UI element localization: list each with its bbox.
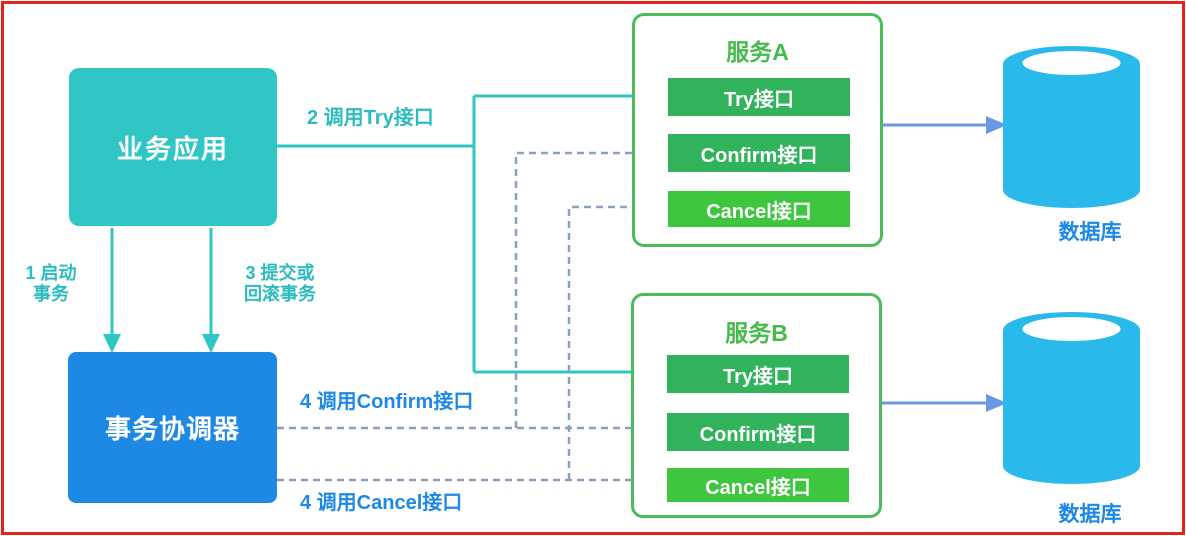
edge-label-commit-rollback: 3 提交或 回滚事务: [244, 263, 316, 304]
coordinator-node: 事务协调器: [68, 352, 277, 503]
edge-label-call-try: 2 调用Try接口: [307, 107, 434, 129]
start-commit-lines: [110, 228, 213, 336]
service-a-try-button: Try接口: [668, 78, 850, 116]
db-arrow-lines: [876, 123, 988, 405]
confirm-cancel-dashed-lines: [277, 151, 650, 482]
edge-label-start-tx: 1 启动 事务: [25, 263, 77, 304]
database-icon: [1003, 46, 1140, 208]
service-b-cancel-button: Cancel接口: [667, 468, 849, 502]
edge-label-call-confirm: 4 调用Confirm接口: [300, 391, 474, 413]
coordinator-label: 事务协调器: [104, 414, 240, 444]
call-try-lines: [277, 94, 652, 374]
edge-label-call-cancel: 4 调用Cancel接口: [300, 492, 463, 514]
service-b-confirm-button: Confirm接口: [667, 413, 849, 451]
service-b-title: 服务B: [725, 320, 788, 346]
down-arrowhead-icon: [103, 334, 220, 353]
service-a-cancel-button: Cancel接口: [668, 191, 850, 227]
database-rim-highlight: [1022, 317, 1121, 341]
service-a-node: 服务A Try接口 Confirm接口 Cancel接口: [632, 13, 883, 247]
database-b-label: 数据库: [1058, 503, 1122, 526]
service-b-try-button: Try接口: [667, 355, 849, 393]
service-b-node: 服务B Try接口 Confirm接口 Cancel接口: [631, 293, 882, 518]
service-a-confirm-button: Confirm接口: [668, 134, 850, 172]
db-arrowhead-icon: [986, 116, 1007, 412]
database-a-label: 数据库: [1058, 221, 1122, 244]
business-app-label: 业务应用: [116, 133, 229, 164]
database-rim-highlight: [1022, 51, 1121, 75]
business-app-node: 业务应用: [69, 68, 277, 226]
service-a-title: 服务A: [726, 39, 789, 65]
